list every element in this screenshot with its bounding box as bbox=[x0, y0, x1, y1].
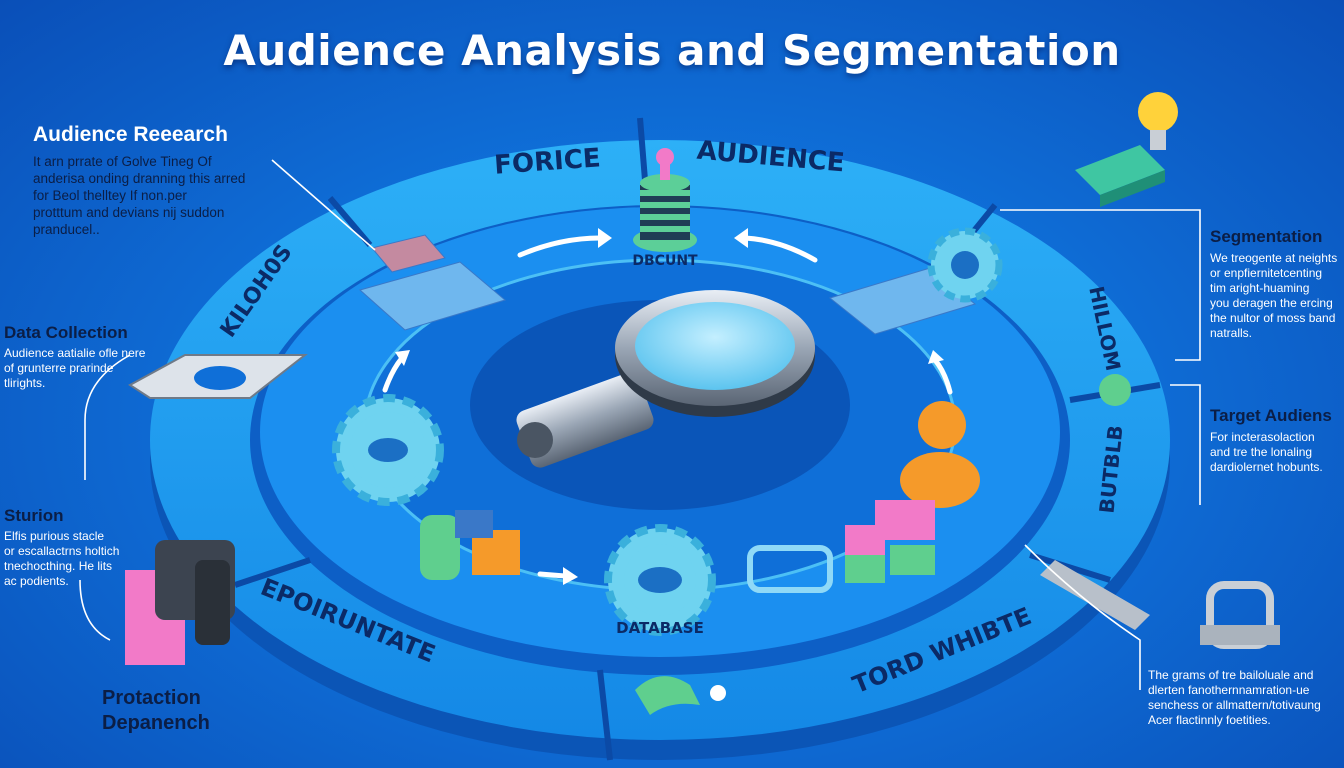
segmentation-line: natralls. bbox=[1210, 326, 1253, 341]
stack-tower-icon bbox=[633, 148, 697, 252]
green-figure-icon bbox=[1099, 374, 1131, 406]
audience-research-line: anderisa onding dranning this arred bbox=[33, 171, 246, 187]
target-audiences-body: For incterasolaction and tre the lonalin… bbox=[1210, 430, 1332, 475]
ring-label-top-left: FORICE bbox=[493, 143, 601, 180]
server-pink-icon bbox=[125, 540, 235, 665]
panel-data-collection: Data Collection Audience aatialie ofle n… bbox=[4, 322, 145, 391]
data-collection-body: Audience aatialie ofle nere of grunterre… bbox=[4, 346, 145, 391]
bottom-note-line: senchess or allmattern/totivaung bbox=[1148, 698, 1321, 712]
flow-arrows bbox=[382, 228, 953, 585]
protection-heading-line2: Depanench bbox=[102, 712, 210, 734]
magnifying-glass-icon bbox=[516, 290, 815, 468]
audience-research-body: It arn prrate of Golve Tineg Of anderisa… bbox=[33, 154, 245, 238]
audience-research-line: for Beol thelltey If non.per bbox=[33, 188, 187, 203]
green-tool-icon bbox=[635, 676, 726, 715]
pixel-grid-left-icon bbox=[358, 234, 507, 331]
bottom-note-line: The grams of tre bailoluale and bbox=[1148, 668, 1314, 682]
audience-research-line: protttum and devians nij suddon bbox=[33, 204, 225, 220]
arrow-left-top-icon bbox=[742, 235, 818, 263]
sturion-line: tnechocthing. He lits bbox=[4, 559, 113, 574]
target-audiences-line: and tre the lonaling bbox=[1210, 445, 1313, 460]
target-audiences-line: For incterasolaction bbox=[1210, 430, 1315, 445]
data-collection-line: of grunterre prarinde bbox=[4, 361, 114, 376]
data-collection-line: tlirights. bbox=[4, 376, 46, 391]
panel-bottom-note: The grams of tre bailoluale and dlerten … bbox=[1148, 668, 1321, 728]
bottom-note-line: Acer flactinnly foetities. bbox=[1148, 713, 1271, 727]
segmentation-line: We treogente at neights bbox=[1210, 251, 1338, 266]
database-gear-icon bbox=[604, 524, 716, 636]
sturion-line: ac podients. bbox=[4, 574, 69, 589]
sturion-heading: Sturion bbox=[4, 506, 64, 525]
segmentation-heading: Segmentation bbox=[1210, 227, 1323, 246]
arrow-right-bottom-icon bbox=[537, 571, 568, 579]
gear-right-icon bbox=[927, 227, 1003, 303]
block-cubes-icon bbox=[747, 500, 935, 593]
panel-audience-research: Audience Reeearch It arn prrate of Golve… bbox=[33, 122, 245, 239]
center-stack-label: DBCUNT bbox=[632, 253, 698, 269]
data-collection-line: Audience aatialie ofle nere bbox=[4, 346, 146, 361]
keyboard-tool-icon bbox=[1040, 560, 1150, 630]
connector-lines bbox=[79, 159, 1201, 690]
arrow-right-top-icon bbox=[517, 235, 603, 258]
bottom-note-body: The grams of tre bailoluale and dlerten … bbox=[1148, 668, 1321, 728]
audience-research-line: It arn prrate of Golve Tineg Of bbox=[33, 154, 212, 170]
segmentation-body: We treogente at neights or enpfiernitetc… bbox=[1210, 251, 1337, 341]
gear-left-icon bbox=[332, 394, 444, 506]
data-collection-heading: Data Collection bbox=[4, 323, 128, 342]
segmentation-line: you deragen the ercing bbox=[1210, 296, 1333, 311]
target-audiences-line: dardiolernet hobunts. bbox=[1210, 460, 1323, 475]
panel-segmentation: Segmentation We treogente at neights or … bbox=[1210, 226, 1337, 341]
sturion-body: Elfis purious stacle or escallactrns hol… bbox=[4, 529, 119, 589]
lightbulb-icon bbox=[1075, 92, 1178, 207]
database-label: DATABASE bbox=[616, 619, 704, 637]
audience-research-line: pranducel.. bbox=[33, 221, 100, 237]
sturion-line: or escallactrns holtich bbox=[4, 544, 120, 559]
panel-sturion: Sturion Elfis purious stacle or escallac… bbox=[4, 505, 119, 589]
panel-protection: Protaction Depanench bbox=[102, 686, 210, 736]
segmentation-line: the nultor of moss band bbox=[1210, 311, 1336, 326]
audience-research-heading: Audience Reeearch bbox=[33, 123, 228, 146]
bottom-note-line: dlerten fanothernnamration-ue bbox=[1148, 683, 1310, 697]
sturion-line: Elfis purious stacle bbox=[4, 529, 105, 544]
page-title: Audience Analysis and Segmentation bbox=[223, 26, 1121, 75]
segmentation-line: tim aright-huaming bbox=[1210, 281, 1310, 296]
user-icon bbox=[900, 401, 980, 508]
keyhole-plate-icon bbox=[128, 354, 308, 399]
segmentation-line: or enpfiernitetcenting bbox=[1210, 266, 1323, 281]
target-audiences-heading: Target Audiens bbox=[1210, 406, 1332, 425]
chart-blocks-icon bbox=[420, 510, 520, 580]
panel-target-audiences: Target Audiens For incterasolaction and … bbox=[1210, 405, 1332, 475]
padlock-icon bbox=[1200, 581, 1280, 649]
protection-heading-line1: Protaction bbox=[102, 687, 201, 709]
arrow-up-right-icon bbox=[932, 357, 953, 395]
